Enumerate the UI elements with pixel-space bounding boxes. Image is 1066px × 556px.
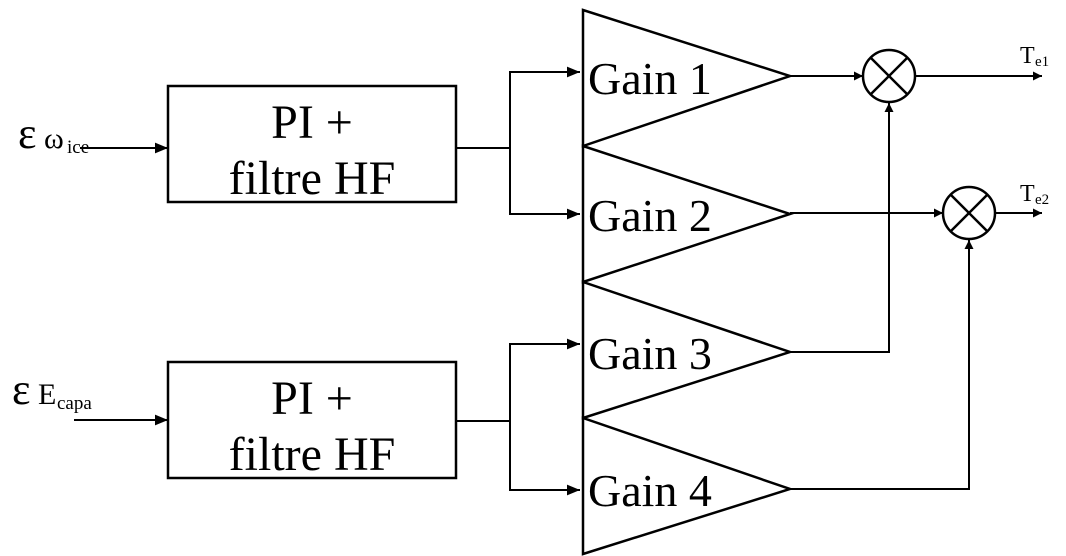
gain-2-label: Gain 2 [588, 190, 712, 241]
capa-subscript: capa [57, 393, 92, 414]
e-symbol: E [38, 378, 56, 411]
omega-subscript: ice [67, 137, 89, 158]
gain-2-triangle [581, 144, 795, 284]
te1-subscript: e1 [1035, 54, 1049, 70]
gain-3-label: Gain 3 [588, 328, 712, 379]
multiplier-1 [861, 48, 917, 104]
output-te2-label: T e2 [1020, 181, 1049, 208]
pi-filter-block-1 [166, 84, 458, 204]
te2-subscript: e2 [1035, 192, 1049, 208]
gain-3-triangle [581, 280, 795, 420]
output-te1-label: T e1 [1020, 43, 1049, 70]
omega-symbol: ω [44, 122, 64, 155]
pi-filter-block-2 [166, 360, 458, 480]
te1-main: T [1020, 43, 1035, 69]
te2-main: T [1020, 181, 1035, 207]
gain-1-triangle [581, 8, 795, 148]
epsilon-symbol: ε [12, 365, 30, 414]
pi1-to-gain2-arrow [509, 148, 580, 220]
input-epsilon-omega-ice: ε ω ice [18, 109, 89, 158]
input-epsilon-e-capa: ε E capa [12, 365, 92, 414]
pi-block-2-line1: PI + [271, 372, 353, 425]
pi-block-1-line1: PI + [271, 96, 353, 149]
pi2-to-gain4-arrow [509, 421, 580, 496]
gain-1-label: Gain 1 [588, 53, 712, 104]
gain-4-triangle [581, 416, 795, 556]
epsilon-symbol: ε [18, 109, 36, 158]
gain4-to-mult2-arrow [790, 240, 974, 490]
gain-4-label: Gain 4 [588, 465, 712, 516]
multiplier-2 [941, 185, 997, 241]
pi2-to-gain3-arrow [509, 338, 580, 421]
pi-block-2-line2: filtre HF [229, 428, 396, 481]
pi1-to-gain1-arrow [509, 66, 580, 148]
pi-block-1-line2: filtre HF [229, 152, 396, 205]
gain3-to-mult1-arrow [790, 103, 894, 353]
